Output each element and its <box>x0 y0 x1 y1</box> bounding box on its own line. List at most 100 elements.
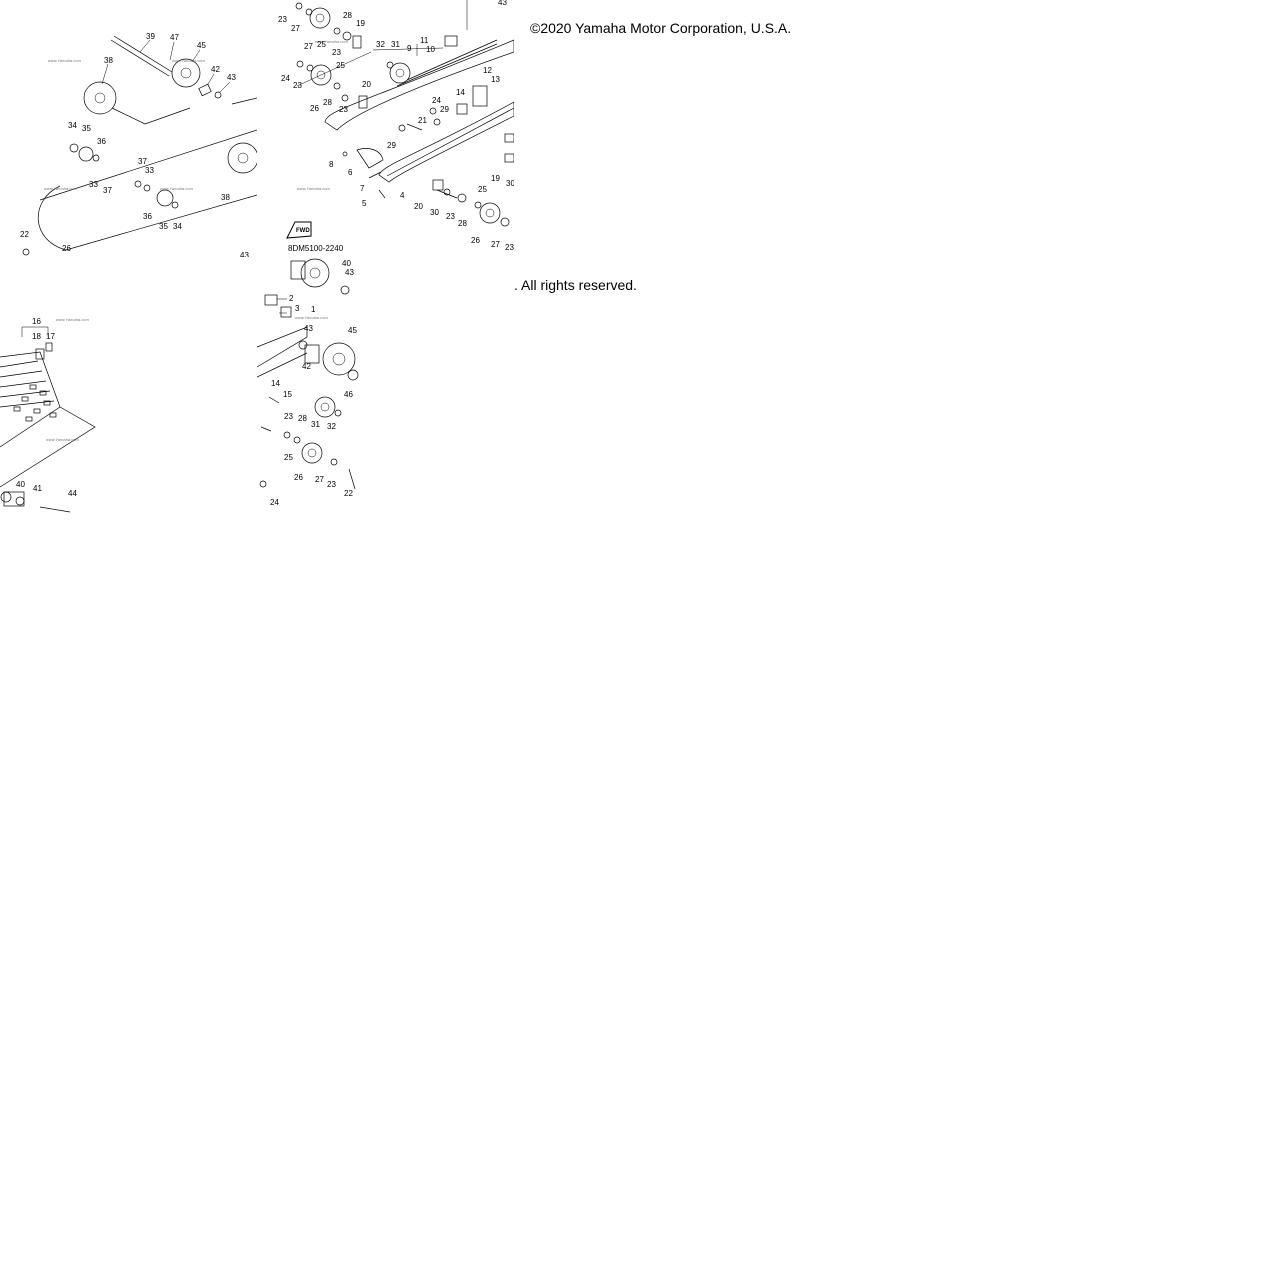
part-number-callout: 26 <box>62 244 71 253</box>
diagram-code: 8DM5100-2240 <box>288 244 344 253</box>
part-number-callout: 43 <box>498 0 507 7</box>
exploded-view-drawing: www.Yamaha.com www.Yamaha.com www.Yamaha… <box>20 32 257 257</box>
watermark-text: www.Yamaha.com <box>48 58 81 63</box>
part-number-callout: 30 <box>430 208 439 217</box>
part-number-callout: 23 <box>339 105 348 114</box>
idler-wheel <box>389 62 411 84</box>
part-number-callout: 45 <box>348 326 357 335</box>
watermark-text: www.Yamaha.com <box>44 186 77 191</box>
part-number-callout: 4 <box>400 191 405 200</box>
part-number-callout: 15 <box>283 390 292 399</box>
forward-arrow-icon: FWD <box>286 221 312 239</box>
part-number-callout: 30 <box>506 179 514 188</box>
diagram-tile-top-left: www.Yamaha.com www.Yamaha.com www.Yamaha… <box>0 0 257 257</box>
part-number-callout: 23 <box>293 81 302 90</box>
part-number-callout: 42 <box>302 362 311 371</box>
idler-wheel <box>301 442 323 464</box>
part-number-callout: 44 <box>68 489 77 498</box>
part-number-callout: 8 <box>329 160 334 169</box>
copyright-notice: ©2020 Yamaha Motor Corporation, U.S.A. <box>530 20 792 36</box>
svg-text:FWD: FWD <box>296 228 310 234</box>
collar <box>3 491 25 507</box>
part-number-callout: 33 <box>145 166 154 175</box>
part-number-callout: 36 <box>97 137 106 146</box>
part-number-callout: 42 <box>211 65 220 74</box>
part-number-callout: 43 <box>240 251 249 257</box>
part-number-callout: 32 <box>376 40 385 49</box>
exploded-view-drawing: FWD 8DM5100-2240 www.Yamaha.com www.Yama… <box>278 0 514 253</box>
part-number-callout: 31 <box>391 40 400 49</box>
part-number-callout: 39 <box>146 32 155 41</box>
part-number-callout: 23 <box>278 15 287 24</box>
part-number-callout: 20 <box>414 202 423 211</box>
part-number-callout: 22 <box>20 230 29 239</box>
part-number-callout: 22 <box>344 489 353 498</box>
part-number-callout: 12 <box>483 66 492 75</box>
part-number-callout: 14 <box>271 379 280 388</box>
idler-wheel <box>310 64 332 86</box>
part-number-callout: 23 <box>446 212 455 221</box>
part-number-callout: 27 <box>291 24 300 33</box>
part-number-callout: 25 <box>317 40 326 49</box>
part-number-callout: 35 <box>159 222 168 231</box>
clip <box>35 348 45 360</box>
part-number-callout: 25 <box>478 185 487 194</box>
part-number-callout: 23 <box>332 48 341 57</box>
rights-notice: . All rights reserved. <box>514 277 637 293</box>
part-number-callout: 27 <box>304 42 313 51</box>
part-number-callout: 24 <box>432 96 441 105</box>
slide-rail <box>257 326 308 368</box>
track-belt <box>37 185 257 251</box>
part-number-callout: 45 <box>197 41 206 50</box>
collar <box>290 260 306 280</box>
part-number-callout: 23 <box>284 412 293 421</box>
small-wheel <box>78 146 94 162</box>
part-number-callout: 19 <box>356 19 365 28</box>
part-number-callout: 26 <box>471 236 480 245</box>
watermark-text: www.Yamaha.com <box>160 186 193 191</box>
idler-wheel <box>314 396 336 418</box>
part-number-callout: 47 <box>170 33 179 42</box>
bracket <box>444 35 458 47</box>
part-number-callout: 43 <box>304 324 313 333</box>
part-number-callout: 23 <box>327 480 336 489</box>
part-number-callout: 29 <box>440 105 449 114</box>
diagram-tile-bottom-right: www.Yamaha.com 40 43 2 3 1 43 45 42 14 1… <box>257 257 514 514</box>
part-number-callout: 38 <box>104 56 113 65</box>
part-number-callout: 40 <box>342 259 351 268</box>
bracket <box>472 85 488 107</box>
part-number-callout: 38 <box>221 193 230 202</box>
exploded-view-drawing: www.Yamaha.com 40 43 2 3 1 43 45 42 14 1… <box>257 258 359 507</box>
part-number-callout: 41 <box>33 484 42 493</box>
part-number-callout: 43 <box>227 73 236 82</box>
part-number-callout: 26 <box>310 104 319 113</box>
watermark-text: www.Yamaha.com <box>172 58 205 63</box>
part-number-callout: 28 <box>298 414 307 423</box>
small-wheel <box>156 189 174 207</box>
part-number-callout: 9 <box>407 44 412 53</box>
part-number-callout: 28 <box>343 11 352 20</box>
watermark-text: www.Yamaha.com <box>46 437 79 442</box>
idler-wheel <box>479 202 501 224</box>
part-number-callout: 36 <box>143 212 152 221</box>
part-number-callout: 46 <box>344 390 353 399</box>
watermark-text: www.Yamaha.com <box>56 317 89 322</box>
part-number-callout: 6 <box>348 168 353 177</box>
part-number-callout: 43 <box>345 268 354 277</box>
track-lugs <box>0 351 61 448</box>
watermark-text: www.Yamaha.com <box>315 39 348 44</box>
part-number-callout: 31 <box>311 420 320 429</box>
diagram-tile-top-right: FWD 8DM5100-2240 www.Yamaha.com www.Yama… <box>257 0 514 257</box>
watermark-text: www.Yamaha.com <box>295 315 328 320</box>
idler-wheel <box>83 81 117 115</box>
part-number-callout: 26 <box>294 473 303 482</box>
part-number-callout: 33 <box>89 180 98 189</box>
idler-wheel <box>309 7 331 29</box>
part-number-callout: 37 <box>103 186 112 195</box>
part-number-callout: 34 <box>173 222 182 231</box>
part-number-callout: 3 <box>295 304 300 313</box>
part-number-callout: 7 <box>360 184 365 193</box>
idler-wheel <box>171 58 201 88</box>
part-number-callout: 18 <box>32 332 41 341</box>
part-number-callout: 37 <box>138 157 147 166</box>
